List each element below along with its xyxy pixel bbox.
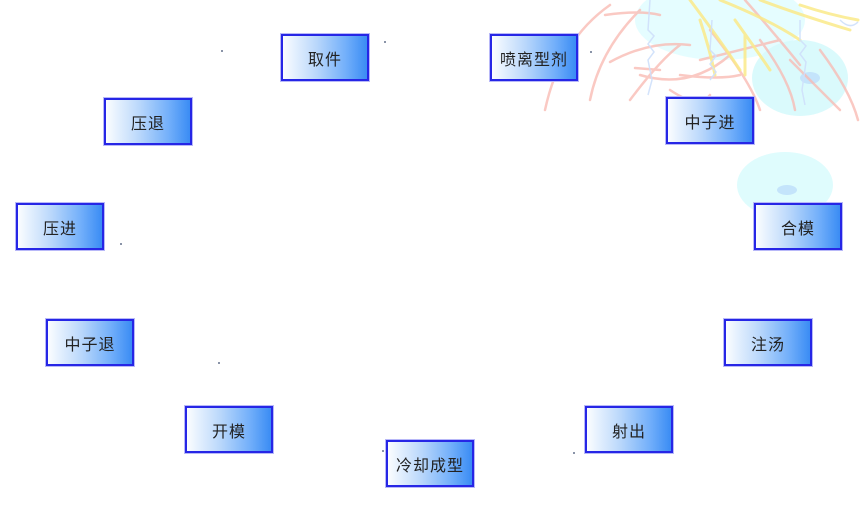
step-label: 中子进 [684, 112, 736, 132]
stray-mark [221, 50, 223, 52]
stray-mark [218, 362, 220, 364]
stray-mark [384, 41, 386, 43]
step-label: 中子退 [64, 334, 116, 354]
step-box-cool-form[interactable]: 冷却成型 [386, 440, 474, 487]
step-label: 射出 [611, 421, 646, 441]
step-box-spray-release-agent[interactable]: 喷离型剂 [490, 34, 578, 81]
step-box-pour[interactable]: 注汤 [724, 319, 812, 366]
stray-mark [382, 450, 384, 452]
step-box-close-mold[interactable]: 合模 [754, 203, 842, 250]
step-label: 开模 [211, 421, 246, 441]
step-box-inject[interactable]: 射出 [585, 406, 673, 453]
step-label: 压进 [42, 218, 77, 238]
step-box-open-mold[interactable]: 开模 [185, 406, 273, 453]
stray-mark [573, 452, 575, 454]
step-label: 压退 [130, 113, 165, 133]
step-label: 取件 [307, 49, 342, 69]
step-label: 注汤 [750, 334, 785, 354]
step-box-core-in[interactable]: 中子进 [666, 97, 754, 144]
stray-mark [120, 243, 122, 245]
step-box-press-out[interactable]: 压退 [104, 98, 192, 145]
step-label: 喷离型剂 [499, 49, 568, 69]
step-label: 合模 [780, 218, 815, 238]
step-box-core-out[interactable]: 中子退 [46, 319, 134, 366]
step-label: 冷却成型 [395, 455, 464, 475]
step-box-take-part[interactable]: 取件 [281, 34, 369, 81]
step-box-press-in[interactable]: 压进 [16, 203, 104, 250]
stray-mark [590, 51, 592, 53]
